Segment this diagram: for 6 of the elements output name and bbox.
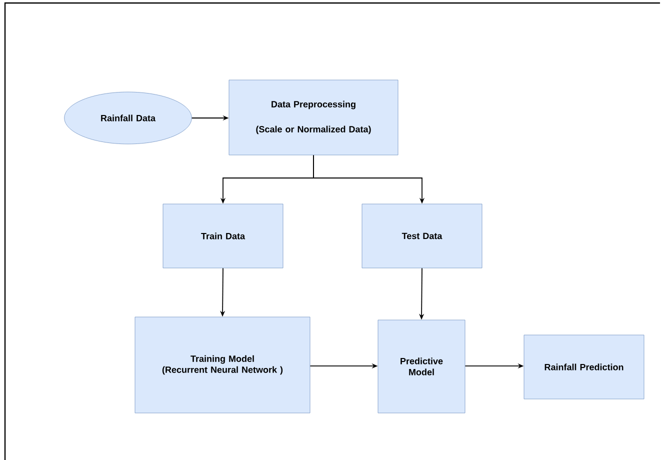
process-box: Train Data (162, 204, 284, 268)
process-box: Data Preprocessing (Scale or Normalized Data) (228, 80, 398, 156)
process-box: Training Model (Recurrent Neural Network ) (134, 316, 310, 414)
process-box: Test Data (362, 204, 482, 268)
process-box: Predictive Model (378, 320, 466, 414)
process-box: Rainfall Prediction (524, 334, 644, 400)
